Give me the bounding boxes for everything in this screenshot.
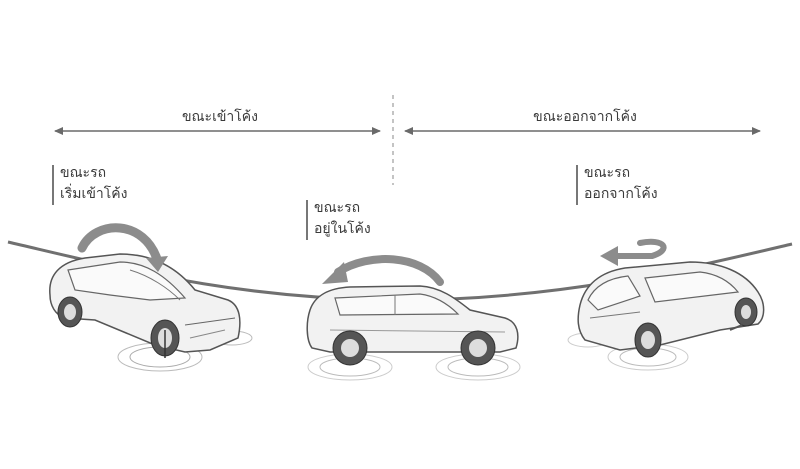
label-exit-curve-line1: ขณะรถ bbox=[584, 165, 631, 181]
label-exit-curve-line2: ออกจากโค้ง bbox=[584, 186, 658, 202]
label-in-curve: ขณะรถ อยู่ในโค้ง bbox=[314, 198, 371, 240]
label-in-curve-line1: ขณะรถ bbox=[314, 200, 361, 216]
label-bar-exit bbox=[576, 165, 578, 205]
label-exit-curve: ขณะรถ ออกจากโค้ง bbox=[584, 163, 658, 205]
label-in-curve-line2: อยู่ในโค้ง bbox=[314, 221, 371, 237]
label-start-turn-line2: เริ่มเข้าโค้ง bbox=[60, 186, 128, 202]
car1-roll-arrow-head bbox=[146, 256, 168, 272]
car-in-curve bbox=[306, 285, 521, 381]
car3-yaw-arrow-head bbox=[600, 246, 618, 266]
label-start-turn-line1: ขณะรถ bbox=[60, 165, 107, 181]
car2-yaw-arrow bbox=[334, 255, 444, 286]
car2-yaw-arrow-head bbox=[322, 262, 348, 284]
phase-exiting-label: ขณะออกจากโค้ง bbox=[533, 109, 637, 125]
car3-yaw-arrow bbox=[637, 238, 667, 259]
car-exit-curve bbox=[567, 261, 765, 371]
car1-roll-arrow bbox=[77, 223, 163, 267]
label-bar-in bbox=[306, 200, 308, 240]
label-start-turn: ขณะรถ เริ่มเข้าโค้ง bbox=[60, 163, 127, 205]
phase-entering-label: ขณะเข้าโค้ง bbox=[181, 109, 258, 125]
car-start-turn bbox=[49, 253, 253, 372]
label-bar-start bbox=[52, 165, 54, 205]
